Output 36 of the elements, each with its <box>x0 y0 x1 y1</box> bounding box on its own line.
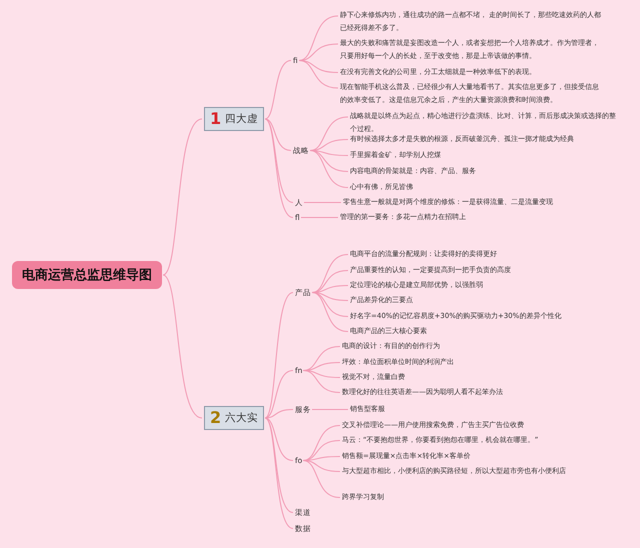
branch-line <box>312 409 348 410</box>
branch-line <box>300 217 338 218</box>
branch-line <box>304 202 342 203</box>
branch-line <box>264 292 294 418</box>
branch-line <box>162 274 202 418</box>
branch-line <box>310 150 348 188</box>
branch-line <box>302 460 340 498</box>
branch-line <box>312 292 348 332</box>
branch-line <box>298 16 338 61</box>
branch-line <box>312 292 348 301</box>
branch-line <box>264 418 294 461</box>
topic-heading: 六大实 <box>225 411 258 425</box>
branch-line <box>312 292 348 317</box>
topic-box <box>204 107 264 131</box>
topic-box <box>204 406 264 430</box>
branch-line <box>162 118 202 276</box>
root-topic-box: 电商运营总监思维导图 <box>12 261 162 289</box>
branch-line <box>312 270 348 293</box>
branch-line <box>302 440 340 461</box>
branch-line <box>302 425 340 461</box>
branch-line <box>264 118 294 218</box>
branch-line <box>264 409 294 418</box>
section-number: 1 <box>210 110 222 128</box>
section-number: 2 <box>210 409 222 427</box>
branch-line <box>310 116 348 151</box>
branch-line <box>264 370 294 418</box>
branch-line <box>298 60 338 88</box>
branch-line <box>302 370 340 393</box>
branch-line <box>264 118 292 151</box>
branch-line <box>312 254 348 293</box>
branch-line <box>302 460 340 472</box>
topic-heading: 四大虚 <box>225 112 258 126</box>
branch-line <box>298 60 338 73</box>
branch-line <box>310 150 348 172</box>
branch-line <box>302 346 340 371</box>
branch-line <box>264 60 292 120</box>
